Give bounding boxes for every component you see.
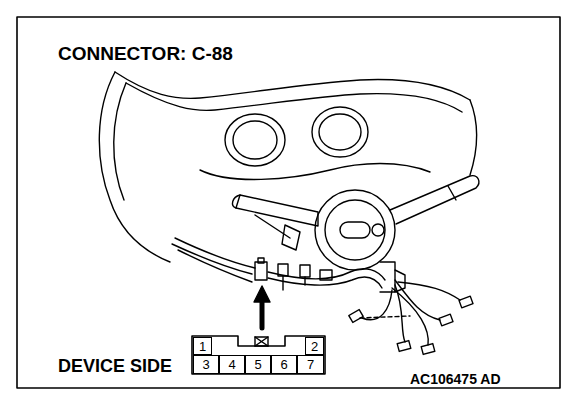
pin-cell: 6 <box>271 355 297 374</box>
connector-c88 <box>255 262 267 280</box>
connector <box>349 310 363 323</box>
dash-side <box>99 72 170 262</box>
wire <box>362 290 392 320</box>
stalk-lever <box>390 176 479 224</box>
connector <box>278 264 288 276</box>
connector-c88 <box>258 258 264 263</box>
pin-number: 2 <box>311 340 318 353</box>
gauge-opening <box>319 114 361 150</box>
stalk-lever <box>448 186 456 200</box>
column-shaft <box>372 224 384 236</box>
wire <box>172 244 252 274</box>
connector <box>320 270 332 280</box>
pointer-arrow <box>254 286 270 302</box>
combination-switch <box>325 200 385 260</box>
pin-number: 7 <box>307 358 314 371</box>
dash-side <box>470 100 477 175</box>
stalk-lever <box>236 195 318 226</box>
wire <box>282 276 283 290</box>
wire-tie <box>360 316 410 318</box>
pin-cell: 2 <box>305 337 324 355</box>
wire <box>395 285 405 342</box>
gauge-opening <box>312 107 368 157</box>
connector-title: CONNECTOR: C-88 <box>58 44 233 63</box>
pin-number: 3 <box>202 358 209 371</box>
stalk-knob <box>282 225 300 250</box>
column-shaft <box>340 222 370 238</box>
pin-number: 6 <box>280 358 287 371</box>
pin-cell: 1 <box>193 337 212 355</box>
wire <box>175 238 255 268</box>
pin-number: 4 <box>228 358 235 371</box>
connector <box>439 314 453 326</box>
view-label: DEVICE SIDE <box>58 357 172 375</box>
frame <box>17 17 560 388</box>
wire <box>178 250 252 282</box>
wire <box>268 277 382 288</box>
gauge-opening <box>225 114 285 166</box>
figure-code: AC106475 AD <box>410 372 501 386</box>
wire <box>304 277 305 285</box>
pin-number: 5 <box>254 358 261 371</box>
gauge-opening <box>233 121 277 159</box>
pin-cell: 5 <box>245 355 271 374</box>
dash-side <box>114 83 126 200</box>
pin-cell: 4 <box>219 355 245 374</box>
panel-edge <box>200 164 430 180</box>
pointer-arrow <box>260 300 265 328</box>
connector <box>300 265 310 277</box>
connector-face <box>192 336 325 374</box>
dash-edge <box>126 83 462 112</box>
stalk-lever <box>233 195 240 208</box>
pin-cell: 7 <box>297 355 324 374</box>
connector <box>397 341 411 352</box>
stalk-lever <box>255 215 290 238</box>
lock-tab <box>255 337 268 346</box>
wire <box>268 269 385 280</box>
connector <box>459 296 473 308</box>
combination-switch <box>315 190 395 270</box>
pin-cell: 3 <box>193 355 219 374</box>
connector <box>421 344 435 355</box>
lock-tab <box>255 337 268 346</box>
wire <box>398 282 460 300</box>
pin-number: 1 <box>199 340 206 353</box>
